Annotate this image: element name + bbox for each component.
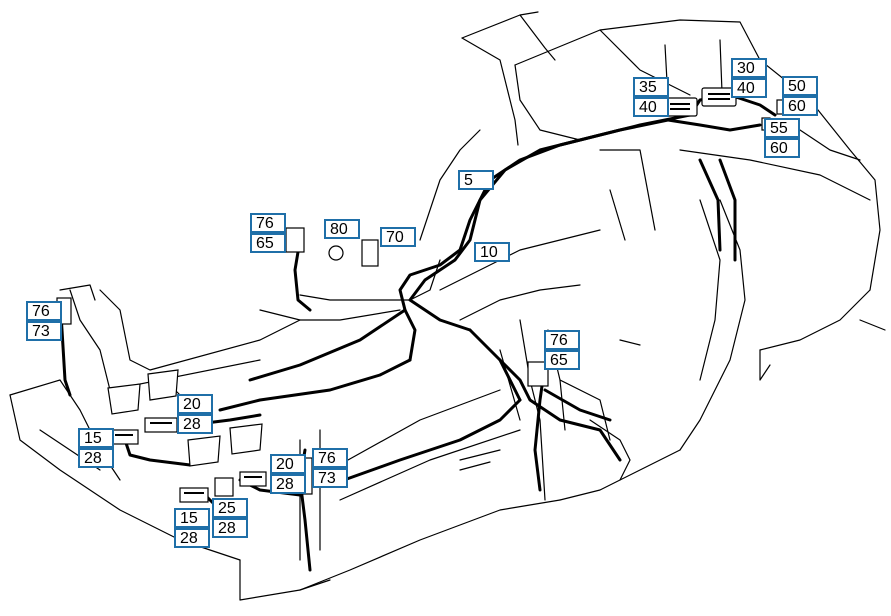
callout-76[interactable]: 76 xyxy=(26,301,62,321)
callout-label: 28 xyxy=(183,416,201,433)
callout-label: 10 xyxy=(480,244,498,261)
callout-label: 40 xyxy=(737,80,755,97)
callout-label: 20 xyxy=(183,396,201,413)
callout-60[interactable]: 60 xyxy=(782,96,818,116)
callout-73[interactable]: 73 xyxy=(312,468,348,488)
callout-60[interactable]: 60 xyxy=(764,138,800,158)
callout-15[interactable]: 15 xyxy=(174,508,210,528)
callout-label: 15 xyxy=(84,430,102,447)
callout-label: 73 xyxy=(318,470,336,487)
callout-28[interactable]: 28 xyxy=(78,448,114,468)
callout-76[interactable]: 76 xyxy=(250,213,286,233)
callout-28[interactable]: 28 xyxy=(174,528,210,548)
callout-28[interactable]: 28 xyxy=(177,414,213,434)
callout-label: 28 xyxy=(276,476,294,493)
callout-73[interactable]: 73 xyxy=(26,321,62,341)
callout-label: 5 xyxy=(464,172,473,189)
callout-label: 76 xyxy=(256,215,274,232)
callout-label: 15 xyxy=(180,510,198,527)
callout-label: 80 xyxy=(330,221,348,238)
callout-65[interactable]: 65 xyxy=(544,350,580,370)
callout-label: 60 xyxy=(770,140,788,157)
callout-label: 70 xyxy=(386,229,404,246)
callout-label: 28 xyxy=(180,530,198,547)
callout-label: 50 xyxy=(788,78,806,95)
callout-label: 60 xyxy=(788,98,806,115)
callout-label: 65 xyxy=(256,235,274,252)
callout-76[interactable]: 76 xyxy=(312,448,348,468)
callout-label: 30 xyxy=(737,60,755,77)
callout-65[interactable]: 65 xyxy=(250,233,286,253)
callout-label: 76 xyxy=(318,450,336,467)
callout-76[interactable]: 76 xyxy=(544,330,580,350)
callout-30[interactable]: 30 xyxy=(731,58,767,78)
callout-label: 73 xyxy=(32,323,50,340)
callout-28[interactable]: 28 xyxy=(212,518,248,538)
callout-25[interactable]: 25 xyxy=(212,498,248,518)
callout-70[interactable]: 70 xyxy=(380,227,416,247)
callout-label: 76 xyxy=(550,332,568,349)
callout-35[interactable]: 35 xyxy=(633,77,669,97)
callout-55[interactable]: 55 xyxy=(764,118,800,138)
callout-label: 28 xyxy=(84,450,102,467)
callout-label: 35 xyxy=(639,79,657,96)
callout-40[interactable]: 40 xyxy=(633,97,669,117)
callout-label: 76 xyxy=(32,303,50,320)
callout-10[interactable]: 10 xyxy=(474,242,510,262)
callout-label: 65 xyxy=(550,352,568,369)
callout-80[interactable]: 80 xyxy=(324,219,360,239)
callout-label: 55 xyxy=(770,120,788,137)
callout-20[interactable]: 20 xyxy=(270,454,306,474)
callout-label: 28 xyxy=(218,520,236,537)
callout-28[interactable]: 28 xyxy=(270,474,306,494)
callout-label: 20 xyxy=(276,456,294,473)
callout-40[interactable]: 40 xyxy=(731,78,767,98)
callout-20[interactable]: 20 xyxy=(177,394,213,414)
callout-50[interactable]: 50 xyxy=(782,76,818,96)
callout-label: 25 xyxy=(218,500,236,517)
callout-5[interactable]: 5 xyxy=(458,170,494,190)
callout-15[interactable]: 15 xyxy=(78,428,114,448)
callout-label: 40 xyxy=(639,99,657,116)
